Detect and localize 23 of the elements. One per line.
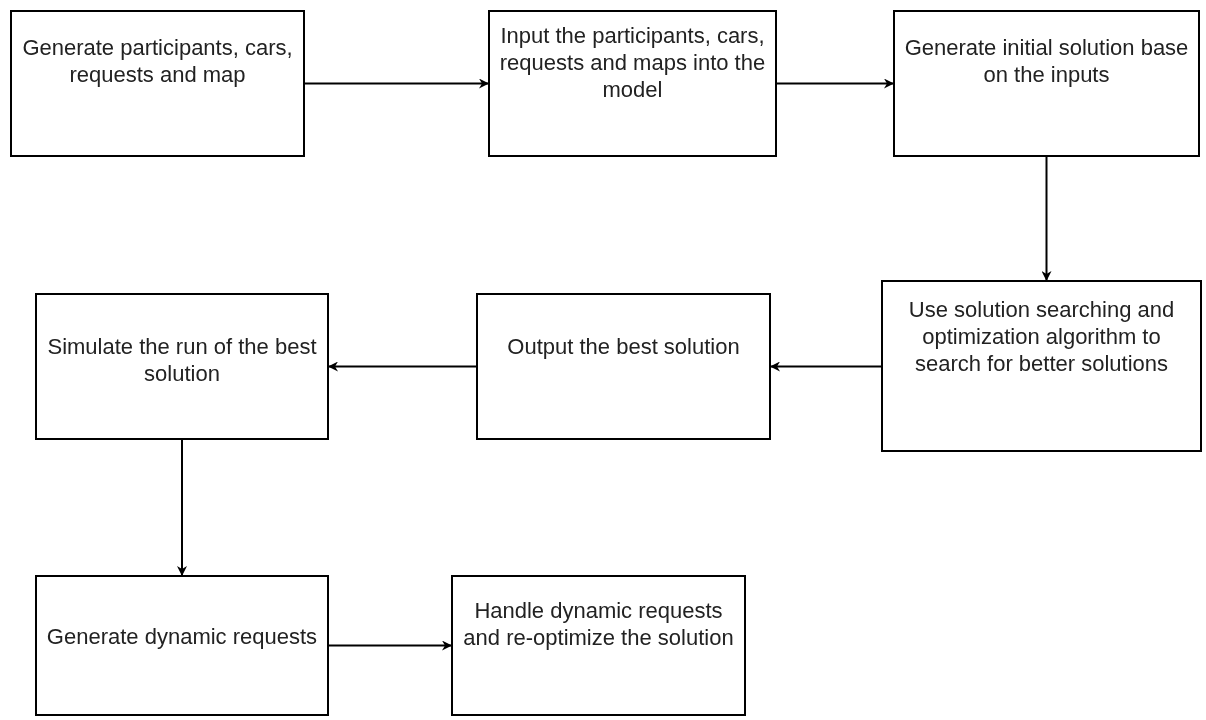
- step-text: Generate dynamic requests: [46, 623, 318, 650]
- process-box: [881, 280, 1202, 452]
- arrow: [776, 78, 894, 89]
- process-box: [35, 293, 329, 440]
- step-text: Generate initial solution base on the inputs: [903, 34, 1190, 88]
- process-box: [893, 10, 1200, 157]
- arrow: [328, 640, 452, 651]
- process-box: [476, 293, 771, 440]
- step-text: Handle dynamic requests and re-optimize the solution: [462, 597, 735, 651]
- arrow: [177, 439, 187, 576]
- process-box: [35, 575, 329, 716]
- step-text: Input the participants, cars, requests and maps into the model: [498, 22, 767, 103]
- arrow: [328, 361, 477, 372]
- arrow: [770, 361, 882, 372]
- step-text: Generate participants, cars, requests and map: [21, 34, 294, 88]
- step-text: Use solution searching and optimization algorithm to search for better solutions: [907, 296, 1176, 377]
- step-text: Simulate the run of the best solution: [46, 333, 318, 387]
- process-box: [10, 10, 305, 157]
- arrow: [304, 78, 489, 89]
- process-box: [451, 575, 746, 716]
- step-text: Output the best solution: [507, 333, 740, 360]
- process-box: [488, 10, 777, 157]
- arrow: [1041, 156, 1052, 281]
